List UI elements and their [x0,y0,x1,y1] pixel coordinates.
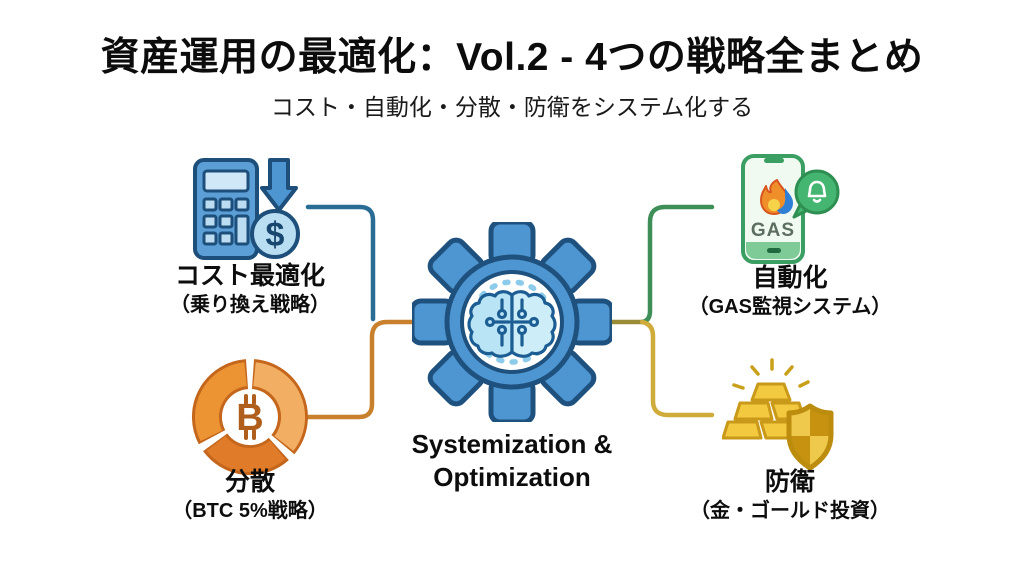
label-defense-subtitle: （金・ゴールド投資） [690,499,890,522]
dollar-symbol: $ [266,216,285,254]
gold-bars-shield-icon [722,358,834,471]
connector-diversification-line [303,319,417,420]
label-diversification-subtitle: （BTC 5%戦略） [172,499,328,522]
hub-label: Systemization & Optimization [362,428,662,493]
label-cost: コスト最適化 （乗り換え戦略） [100,262,400,317]
alert-bell-icon [792,169,840,219]
connector-defense-line [639,319,715,418]
connector-automation-line [639,204,715,325]
page-title: 資産運用の最適化：Vol.2 - 4つの戦略全まとめ [100,36,924,79]
label-cost-title: コスト最適化 [174,262,325,290]
connector-cost-line [305,204,376,322]
bitcoin-symbol-icon: B [236,394,264,440]
label-defense: 防衛 （金・ゴールド投資） [640,468,940,523]
bitcoin-symbol: B [236,397,263,439]
down-arrow-icon [260,158,298,212]
label-diversification-title: 分散 [224,468,275,496]
bitcoin-donut-icon: B [191,359,308,476]
label-automation-subtitle: （GAS監視システム） [688,295,892,318]
label-defense-title: 防衛 [764,468,815,496]
label-automation: 自動化 （GAS監視システム） [640,264,940,319]
shield-icon [786,403,834,471]
hub-label-line2: Optimization [433,461,591,492]
sparkle-rays-icon [732,358,810,390]
label-automation-title: 自動化 [752,264,828,292]
brain-icon [467,290,557,358]
hub-label-line1: Systemization & [411,429,613,459]
gear-brain-icon [412,222,612,422]
label-cost-subtitle: （乗り換え戦略） [170,293,330,316]
gas-label: GAS [751,220,795,241]
flame-icon [760,179,793,215]
dollar-coin-icon [250,209,300,259]
gas-phone-alert-icon: GAS [741,154,840,264]
calculator-savings-icon: $ [193,158,300,260]
page-subtitle: コスト・自動化・分散・防衛をシステム化する [270,94,754,120]
label-diversification: 分散 （BTC 5%戦略） [100,468,400,523]
